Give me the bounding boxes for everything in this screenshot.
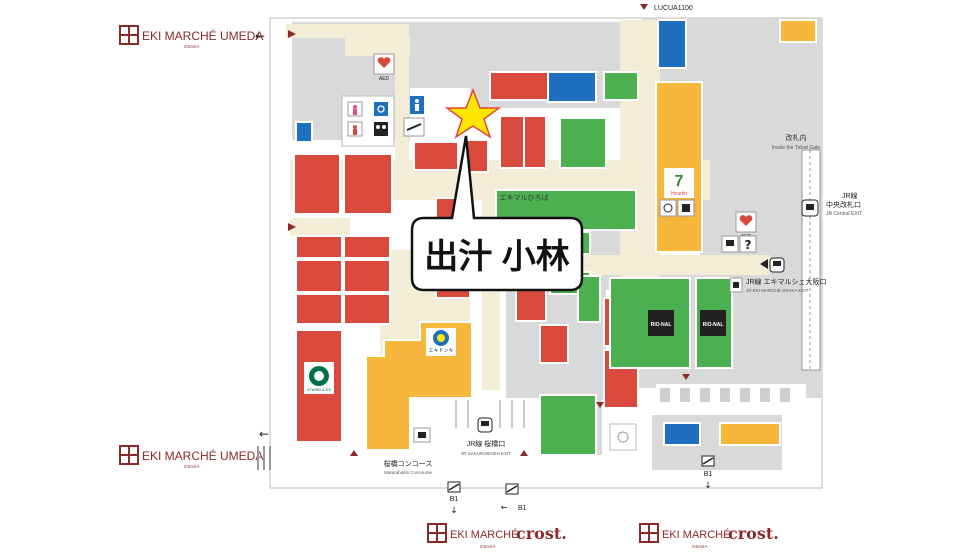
svg-text:?: ? <box>745 238 752 252</box>
train-icon <box>477 417 493 433</box>
umeda-top-brand: EKI MARCHÉ UMEDA <box>142 28 263 43</box>
atm-icon <box>413 427 431 443</box>
crost-left-prefix: EKI MARCHÉ <box>450 528 518 541</box>
jr-central-en: JR Central EXIT <box>826 211 862 217</box>
toilet-icon <box>347 101 363 137</box>
location-star-icon <box>444 87 502 139</box>
aed-icon <box>735 211 757 233</box>
umeda-top-logo: EKI MARCHÉ UMEDA OSAKA ← <box>119 25 265 49</box>
arrow-icon: ← <box>255 29 265 43</box>
b1-left-label: B1 <box>450 496 459 503</box>
toilet-icon <box>410 96 424 114</box>
concourse-en: Sakurabashi Concourse <box>384 470 433 475</box>
seven-label: 7 <box>675 173 684 190</box>
aed-icon <box>373 53 395 75</box>
eki-exit-jp: JR線 エキマルシェ大阪口 <box>746 277 827 286</box>
umeda-bottom-logo: EKI MARCHÉ UMEDA OSAKA ← <box>119 427 271 470</box>
wheelchair-icon <box>374 102 388 116</box>
sakurabashi-area: JR線 桜橋口 JR SAKURABASHI EXIT 桜橋コンコース Saku… <box>384 398 637 475</box>
umeda-top-city: OSAKA <box>184 44 200 49</box>
eki-exit-en: JR EKI MARCHÉ OSAKA EXIT <box>746 287 809 293</box>
information-icon: ? <box>739 235 757 253</box>
store-name: 出汁 小林 <box>424 238 569 276</box>
escalator-icon <box>447 481 461 493</box>
jr-central-jp1: JR線 <box>842 191 858 200</box>
crost-left-city: OSAKA <box>480 544 496 549</box>
crost-right-name: crost. <box>728 524 779 543</box>
crost-right-logo: EKI MARCHÉ crost. OSAKA <box>639 523 779 549</box>
atm-icon <box>721 235 739 253</box>
cafe-blocks <box>365 19 817 451</box>
b1-middle-label: B1 <box>518 505 527 512</box>
arrow-icon: ↓ <box>704 481 712 491</box>
crost-left-logo: EKI MARCHÉ crost. OSAKA <box>427 523 567 549</box>
arrow-icon: ← <box>501 503 508 512</box>
ticket-gate-jp: 改札内 <box>786 133 807 142</box>
train-icon <box>760 257 785 273</box>
rio-right-label: RIO-NAL <box>703 322 724 328</box>
umeda-bottom-city: OSAKA <box>184 464 200 469</box>
crost-right-prefix: EKI MARCHÉ <box>662 528 730 541</box>
facility-icons: AED AED ? <box>341 53 757 443</box>
rio-left-label: RIO-NAL <box>651 322 672 328</box>
locker-icon <box>729 277 743 293</box>
sakurabashi-exit-jp: JR線 桜橋口 <box>467 439 506 448</box>
crost-left-name: crost. <box>516 524 567 543</box>
arrow-icon: ↓ <box>450 506 458 516</box>
ticket-gate-area: 改札内 Inside the Ticket Gate JR線 中央改札口 JR … <box>656 133 862 408</box>
arrow-icon <box>640 4 648 10</box>
arrow-icon: ← <box>259 427 269 441</box>
sakurabashi-exit-en: JR SAKURABASHI EXIT <box>461 451 511 456</box>
family-restroom-icon <box>374 122 388 136</box>
jr-central-jp2: 中央改札口 <box>826 200 861 209</box>
aed-left-label: AED <box>379 76 390 82</box>
ekidonki-label: エキドンキ <box>428 348 453 354</box>
concourse-jp: 桜橋コンコース <box>384 459 433 468</box>
seven-sub-label: Heartin <box>671 191 687 197</box>
store-callout: 出汁 小林 <box>410 135 584 292</box>
train-icon <box>801 199 819 217</box>
b1-right-label: B1 <box>704 471 713 478</box>
service-blue-blocks <box>295 19 701 446</box>
arrow-icon <box>760 259 768 269</box>
lucua-label: LUCUA1100 <box>654 5 693 12</box>
umeda-bottom-brand: EKI MARCHÉ UMEDA <box>142 448 263 463</box>
entrance-markers <box>288 30 690 456</box>
ticket-gate-en: Inside the Ticket Gate <box>772 145 821 151</box>
starbucks-label: STARBUCKS <box>307 387 331 392</box>
crost-right-city: OSAKA <box>692 544 708 549</box>
smoking-icon <box>403 117 425 137</box>
shop-badges: STARBUCKS エキドンキ RIO-NAL RIO-NAL 7 Hearti… <box>304 168 726 394</box>
escalator-icon <box>701 455 715 467</box>
coin-locker-icon <box>659 199 695 217</box>
escalator-icon <box>505 483 519 495</box>
hiroba-label: エキマルひろば <box>500 193 549 202</box>
